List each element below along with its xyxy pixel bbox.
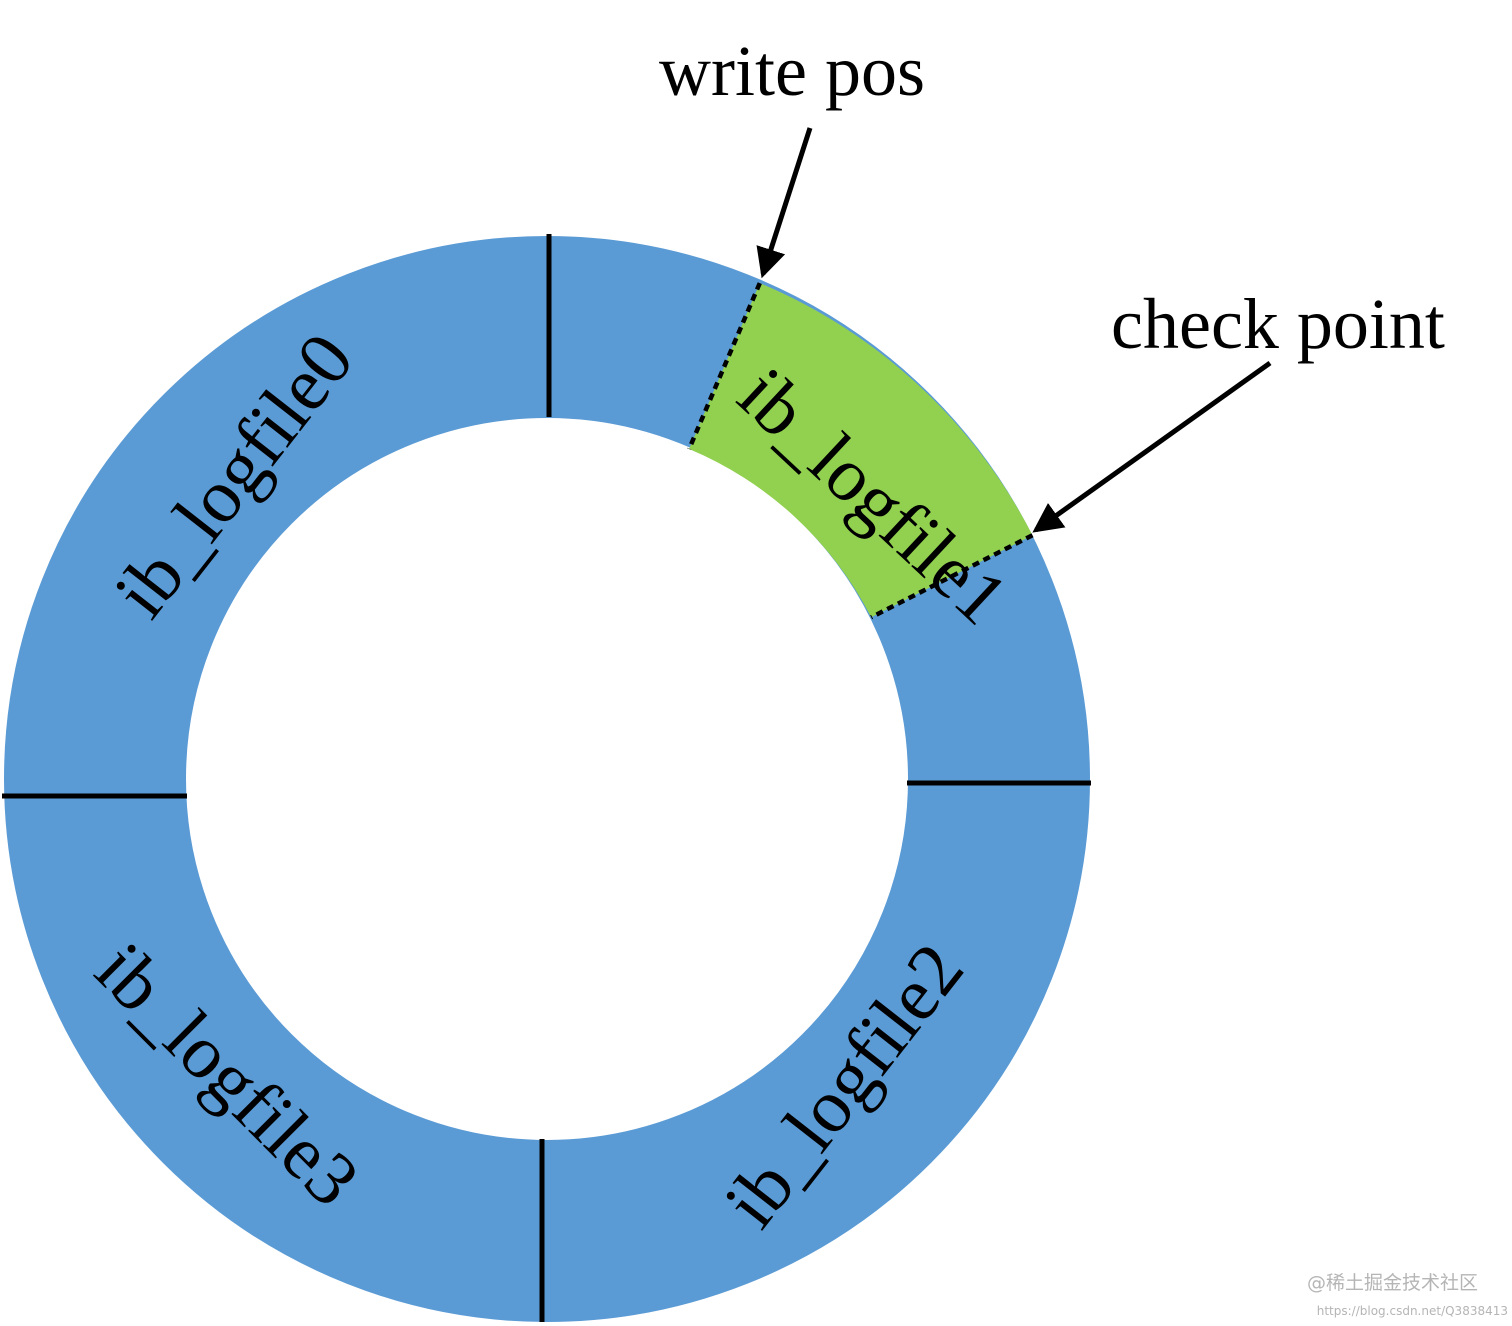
write-pos-marker xyxy=(687,282,762,450)
check-point-marker xyxy=(870,533,1034,620)
watermark-url: https://blog.csdn.net/Q3838413 xyxy=(1317,1304,1508,1318)
active-region xyxy=(689,283,1033,618)
check-point-label: check point xyxy=(1111,284,1445,364)
write-pos-label: write pos xyxy=(659,31,925,111)
write-pos-arrow xyxy=(756,127,813,279)
check-point-arrow xyxy=(1032,360,1272,533)
watermark-text: @稀土掘金技术社区 xyxy=(1307,1272,1478,1294)
